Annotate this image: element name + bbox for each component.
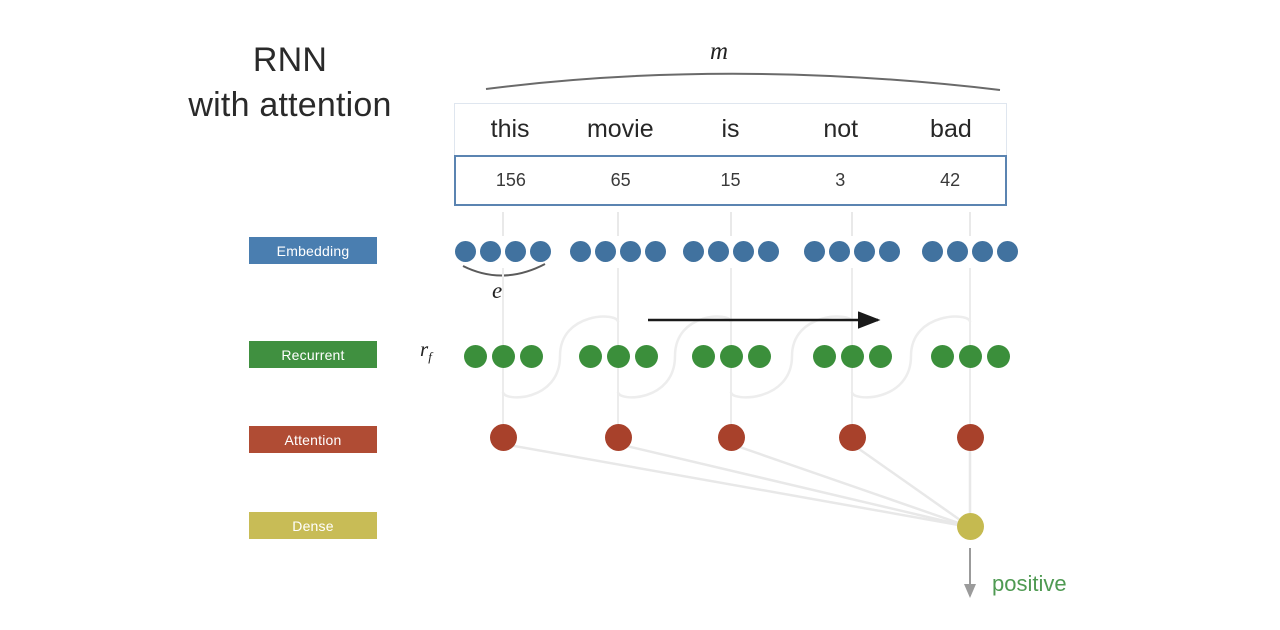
table-cell-id: 65 <box>610 170 631 190</box>
attention-to-dense-link <box>617 442 971 529</box>
recurrent-node <box>840 345 864 368</box>
table-row-words: this movie is not bad <box>454 103 1007 155</box>
sequence-length-label: m <box>710 38 729 65</box>
attention-to-dense-link <box>502 442 971 529</box>
recurrent-node <box>868 345 892 368</box>
table-cell-id: 15 <box>720 170 741 190</box>
embedding-node <box>570 241 591 262</box>
embedding-node <box>997 241 1018 262</box>
recurrent-node <box>747 345 771 368</box>
embedding-node <box>758 241 779 262</box>
recurrent-node <box>634 345 658 368</box>
attention-node <box>604 424 632 451</box>
embedding-node <box>947 241 968 262</box>
embedding-node <box>972 241 993 262</box>
dense-node <box>956 513 984 540</box>
table-row-ids: 156 65 15 3 42 <box>454 155 1007 206</box>
attention-node <box>489 424 517 451</box>
embedding-node <box>645 241 666 262</box>
recurrent-node <box>606 345 630 368</box>
table-cell-word: bad <box>930 115 972 143</box>
title-line-2: with attention <box>188 86 392 124</box>
table-cell-word: not <box>823 115 859 143</box>
recurrent-node <box>691 345 715 368</box>
sequence-span-arc <box>485 72 1001 91</box>
output-label: positive <box>992 571 1067 596</box>
layer-tag-dense: Dense <box>249 512 377 539</box>
embedding-node <box>854 241 875 262</box>
page-title: RNN with attention <box>120 38 460 128</box>
embedding-node <box>733 241 754 262</box>
embedding-node <box>683 241 704 262</box>
attention-node <box>956 424 984 451</box>
token-table: this movie is not bad 156 65 15 3 42 <box>454 103 1007 206</box>
embedding-node <box>922 241 943 262</box>
recurrent-node <box>463 345 487 368</box>
embedding-node <box>595 241 616 262</box>
table-cell-word: is <box>721 115 740 143</box>
recurrent-node <box>812 345 836 368</box>
embedding-node <box>505 241 526 262</box>
recurrent-node <box>986 345 1010 368</box>
attention-node <box>717 424 745 451</box>
title-line-1: RNN <box>252 41 328 79</box>
embedding-node <box>879 241 900 262</box>
recurrent-node <box>719 345 743 368</box>
layer-tag-attention: Attention <box>249 426 377 453</box>
attention-to-dense-link <box>730 442 971 529</box>
embedding-node <box>708 241 729 262</box>
table-cell-id: 42 <box>940 170 961 190</box>
embedding-node <box>620 241 641 262</box>
table-cell-word: this <box>490 115 530 143</box>
recurrent-node <box>491 345 515 368</box>
embedding-span-brace <box>462 263 546 277</box>
attention-node <box>838 424 866 451</box>
recurrent-node <box>519 345 543 368</box>
recurrent-forward-label: rf <box>420 337 432 365</box>
attention-to-dense-link <box>851 442 971 529</box>
recurrent-node <box>930 345 954 368</box>
table-cell-word: movie <box>586 115 654 143</box>
recurrent-label-subscript: f <box>428 349 432 365</box>
layer-tag-recurrent: Recurrent <box>249 341 377 368</box>
embedding-node <box>804 241 825 262</box>
embedding-size-label: e <box>492 278 503 303</box>
embedding-node <box>530 241 551 262</box>
layer-tag-embedding: Embedding <box>249 237 377 264</box>
embedding-node <box>480 241 501 262</box>
table-cell-id: 3 <box>835 170 846 190</box>
embedding-node <box>829 241 850 262</box>
recurrent-node <box>578 345 602 368</box>
embedding-node <box>455 241 476 262</box>
recurrent-label-base: r <box>420 337 429 361</box>
recurrent-node <box>958 345 982 368</box>
table-cell-id: 156 <box>495 170 526 190</box>
